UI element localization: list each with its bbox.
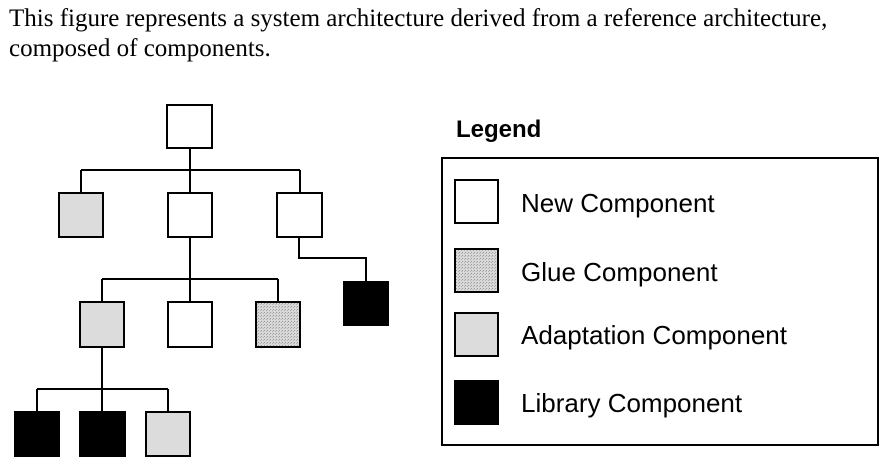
legend-swatch-glue [454,248,499,293]
figure-caption: This figure represents a system architec… [9,5,828,62]
node-new-mid [167,301,213,348]
connector-left-children [36,347,169,412]
node-adaptation-mid [79,301,125,348]
legend: Legend New Component Glue Component Adap… [441,116,879,446]
legend-label-adaptation: Adaptation Component [521,320,788,350]
connector-mid-children [101,237,279,302]
legend-swatch-library [454,380,499,425]
node-root-new [166,104,213,149]
legend-swatch-adaptation [454,312,499,357]
node-glue-mid [255,301,301,348]
legend-label-glue: Glue Component [521,257,718,287]
tree-connectors [36,148,367,412]
node-new-middle [167,192,213,238]
legend-swatch-new [454,179,499,224]
connector-root-children [80,148,301,193]
node-library-bottom-2 [79,411,126,457]
node-library-bottom-1 [14,411,60,457]
node-library-right [343,281,389,326]
legend-frame [441,157,879,446]
node-new-right [276,192,323,238]
legend-label-library: Library Component [521,388,743,418]
node-adaptation-left [58,192,104,238]
connector-right-child [298,237,367,282]
legend-label-new: New Component [521,188,715,218]
tree-nodes [14,104,389,457]
legend-title: Legend [456,116,541,143]
node-adaptation-bottom [145,411,191,457]
component-tree [14,104,389,457]
